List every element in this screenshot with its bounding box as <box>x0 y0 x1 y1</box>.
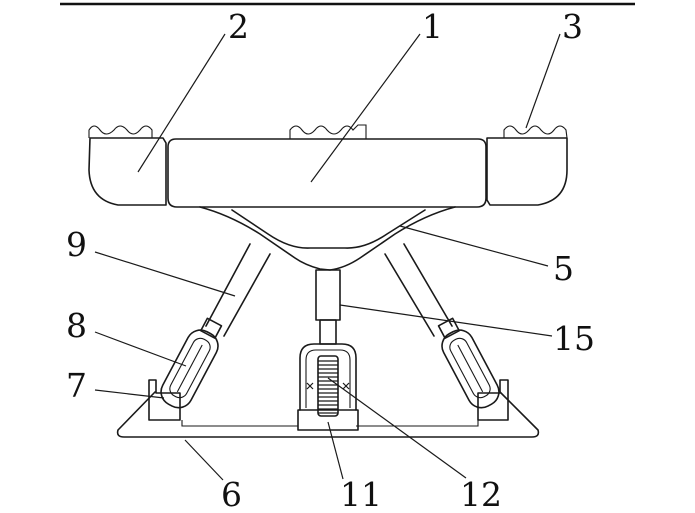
label-6: 6 <box>221 475 242 513</box>
right-arm <box>384 243 453 337</box>
central-rod-part-15 <box>315 269 341 345</box>
axle-marks <box>306 382 350 390</box>
right-clamp <box>437 317 500 409</box>
left-clamp-part-8 <box>160 317 223 409</box>
label-7: 7 <box>66 366 87 405</box>
wheel-teeth <box>318 360 338 414</box>
label-12: 12 <box>460 475 502 513</box>
label-5: 5 <box>553 249 574 288</box>
center-top-ridge <box>289 124 367 139</box>
leader-lines <box>94 33 561 481</box>
label-11: 11 <box>340 475 382 513</box>
label-15: 15 <box>553 319 595 358</box>
base-frame-part-6 <box>116 391 540 438</box>
label-3: 3 <box>562 7 583 46</box>
label-1: 1 <box>422 7 443 46</box>
left-arm-part-9 <box>205 243 271 337</box>
center-wheel-assembly <box>297 343 359 431</box>
label-2: 2 <box>228 7 249 46</box>
hopper-part-5 <box>199 206 456 271</box>
left-foot-part-7 <box>148 379 181 421</box>
main-body-part-1 <box>167 138 487 208</box>
label-9: 9 <box>66 225 87 264</box>
right-pad-part-3 <box>486 125 568 206</box>
right-foot <box>477 379 509 421</box>
left-pad-part-2 <box>88 125 167 206</box>
label-8: 8 <box>66 306 87 345</box>
